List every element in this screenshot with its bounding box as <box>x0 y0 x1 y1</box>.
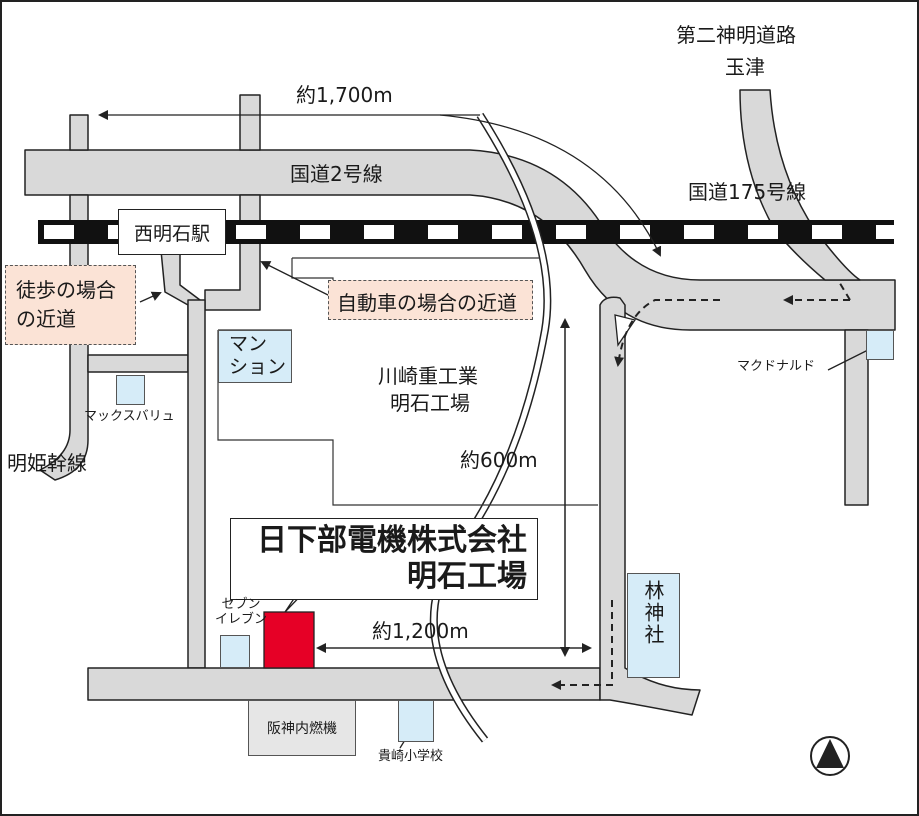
mansion-line2: ション <box>229 355 287 378</box>
rail-tie <box>300 225 330 239</box>
rail-tie <box>44 225 74 239</box>
label-highway-2nd: 第二神明道路 <box>676 23 796 47</box>
company-site: 明石工場 <box>407 559 527 594</box>
rail-tie <box>876 225 906 239</box>
road-bottom <box>87 667 601 701</box>
label-distance-1200: 約1,200m <box>372 619 469 643</box>
factory-marker <box>263 611 315 669</box>
mansion-line1: マン <box>229 333 268 355</box>
road-maxvalu <box>87 354 189 373</box>
label-seven-eleven: セブン イレブン <box>215 597 268 628</box>
kisaki-school-building <box>398 700 434 742</box>
rail-tie <box>620 225 650 239</box>
label-route175: 国道175号線 <box>688 180 807 204</box>
road-mcd-vertical <box>844 329 869 506</box>
shrine-label: 林神社 <box>641 580 665 646</box>
walk-shortcut-line2: の近道 <box>16 307 76 331</box>
hanshin-building: 阪神内燃機 <box>248 700 356 756</box>
station-label: 西明石駅 <box>133 222 210 245</box>
label-kisaki-school: 貴崎小学校 <box>378 749 444 764</box>
route-arrows <box>98 110 869 749</box>
car-shortcut-note: 自動車の場合の近道 <box>328 280 533 320</box>
hanshin-label: 阪神内燃機 <box>267 721 337 737</box>
label-distance-1700: 約1,700m <box>296 83 393 107</box>
station-box: 西明石駅 <box>118 209 226 255</box>
road-left-vertical <box>69 114 89 151</box>
company-label: 日下部電機株式会社 明石工場 <box>230 518 538 600</box>
rail-tie <box>236 225 266 239</box>
rail-tie <box>492 225 522 239</box>
seven-eleven-building <box>220 635 250 668</box>
company-name: 日下部電機株式会社 <box>257 523 527 558</box>
mansion-building: マン ション <box>218 330 292 383</box>
rail-tie <box>556 225 586 239</box>
rail-tie <box>748 225 778 239</box>
rail-tie <box>812 225 842 239</box>
label-distance-600: 約600m <box>460 448 538 472</box>
road-left-mid <box>187 299 206 669</box>
label-tamatsu: 玉津 <box>725 55 765 79</box>
maxvalu-building <box>116 375 145 405</box>
seven-line2: イレブン <box>215 611 268 627</box>
label-meihime: 明姫幹線 <box>7 451 87 475</box>
seven-line1: セブン <box>221 597 261 612</box>
road-route175 <box>739 89 861 281</box>
car-route-dashed <box>551 279 851 690</box>
shinkansen-line <box>429 112 552 743</box>
label-kawasaki-1: 川崎重工業 <box>378 364 478 388</box>
label-route2: 国道2号線 <box>290 162 383 186</box>
mcdonalds-building <box>866 330 894 360</box>
rail-tie <box>364 225 394 239</box>
road-right-vertical <box>599 296 701 716</box>
rail-tie <box>684 225 714 239</box>
label-mcdonalds: マクドナルド <box>737 359 816 374</box>
car-shortcut-label: 自動車の場合の近道 <box>337 291 517 315</box>
walk-shortcut-line1: 徒歩の場合 <box>16 278 116 302</box>
label-kawasaki-2: 明石工場 <box>390 391 470 415</box>
road-station-right <box>239 94 261 151</box>
shrine-building: 林神社 <box>627 573 680 678</box>
walk-shortcut-note: 徒歩の場合 の近道 <box>5 265 136 345</box>
label-maxvalu: マックスバリュ <box>84 409 175 424</box>
north-arrow-icon <box>810 736 850 776</box>
rail-tie <box>428 225 458 239</box>
